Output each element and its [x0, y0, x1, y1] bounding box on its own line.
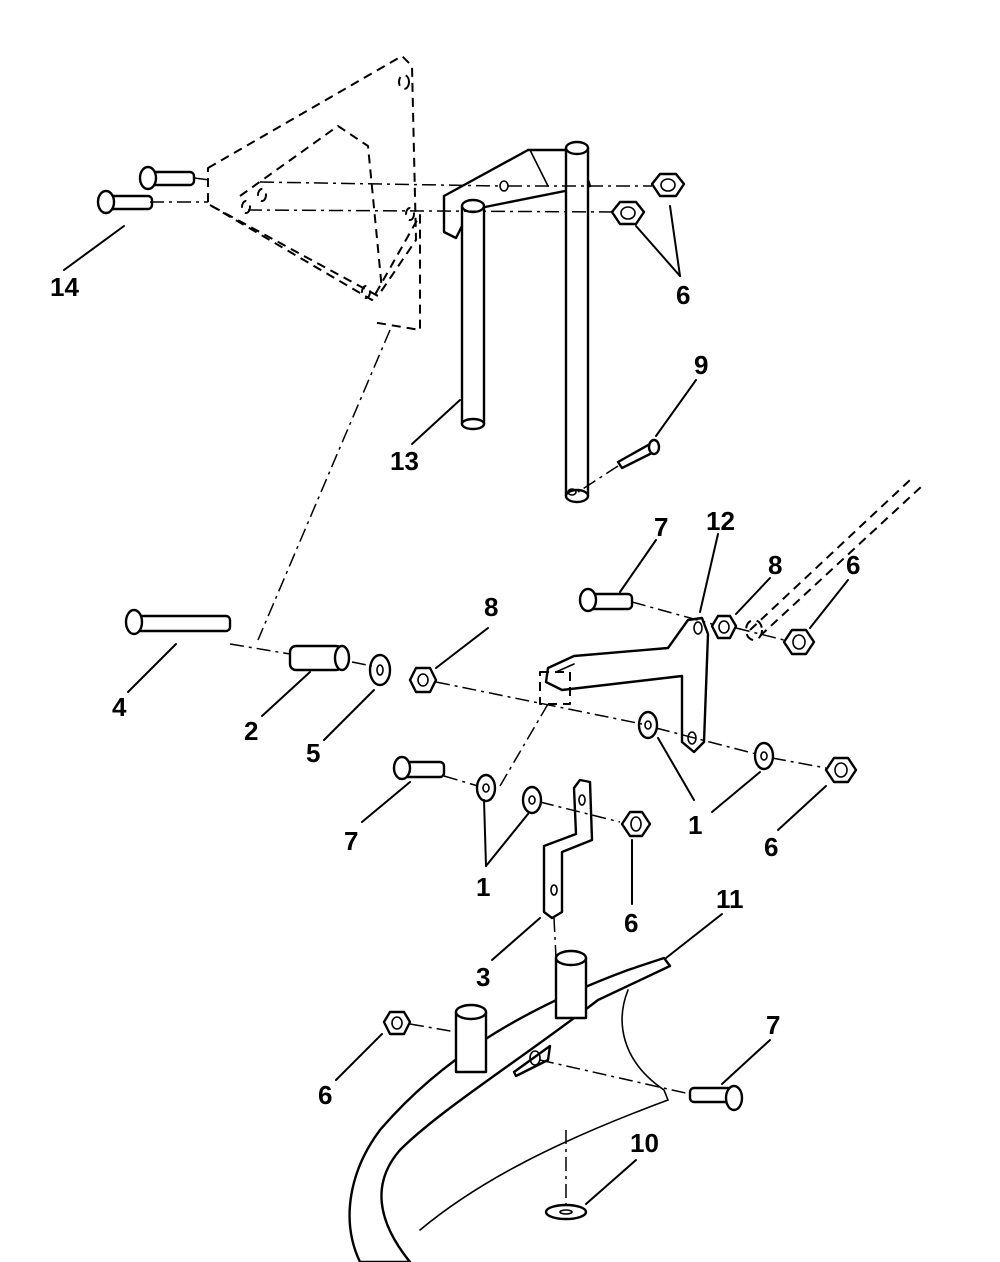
bolt-7-bottom: [688, 1084, 744, 1112]
leader-lines: [63, 205, 849, 1205]
callout-9: 9: [694, 350, 708, 380]
callout-3: 3: [476, 962, 490, 992]
spacer-2: [288, 644, 351, 672]
mounting-plate-phantom: [207, 55, 421, 331]
callout-10: 10: [630, 1128, 659, 1158]
washer-1-mid: [637, 710, 659, 740]
callout-7-right: 7: [654, 512, 668, 542]
bolt-7-lower: [392, 755, 446, 781]
nut-6-bracket: [620, 810, 652, 838]
callout-14: 14: [50, 272, 79, 302]
callout-5: 5: [306, 738, 320, 768]
washer-1-lower-b: [521, 785, 543, 815]
callout-1-left: 1: [476, 872, 490, 902]
cable-phantom: [745, 479, 923, 641]
washer-1-right: [753, 741, 775, 771]
callout-6-right: 6: [846, 550, 860, 580]
callout-4: 4: [112, 692, 127, 722]
nut-8-left: [408, 666, 438, 694]
washer-1-lower-a: [475, 773, 497, 803]
callout-11: 11: [716, 884, 744, 914]
nut-6-right: [782, 628, 816, 656]
nut-6-mid: [824, 756, 858, 784]
callout-7-left: 7: [344, 826, 358, 856]
lever-arm-12: [539, 616, 710, 754]
washer-10: [544, 1203, 588, 1221]
callout-12: 12: [706, 506, 735, 536]
callout-13: 13: [390, 446, 419, 476]
callout-2: 2: [244, 716, 258, 746]
guard-11: [348, 949, 672, 1262]
callout-7-bottom: 7: [766, 1010, 780, 1040]
callout-6-bracket: 6: [624, 908, 638, 938]
assembly-axes: [150, 177, 827, 1206]
bracket-13: [442, 140, 592, 504]
callout-8-left: 8: [484, 592, 498, 622]
callout-8-right: 8: [768, 550, 782, 580]
clevis-pin-9: [616, 438, 661, 470]
washer-5: [368, 653, 392, 687]
long-bolt-4: [124, 608, 232, 636]
nut-6-bottom: [382, 1010, 412, 1036]
nut-8-right: [710, 614, 738, 640]
bolt-7-upper: [578, 587, 634, 613]
nut-6-top: [610, 172, 686, 226]
callout-6-mid: 6: [764, 832, 778, 862]
callout-6-top: 6: [676, 280, 690, 310]
callout-6-bottom: 6: [318, 1080, 332, 1110]
callout-labels: 14 6 9 13 7 12 8 6 4 2 5 8 1 6 7 1 6 11 …: [50, 272, 860, 1158]
callout-1-mid: 1: [688, 810, 702, 840]
bracket-3: [542, 778, 594, 920]
bolt-14: [96, 165, 196, 215]
